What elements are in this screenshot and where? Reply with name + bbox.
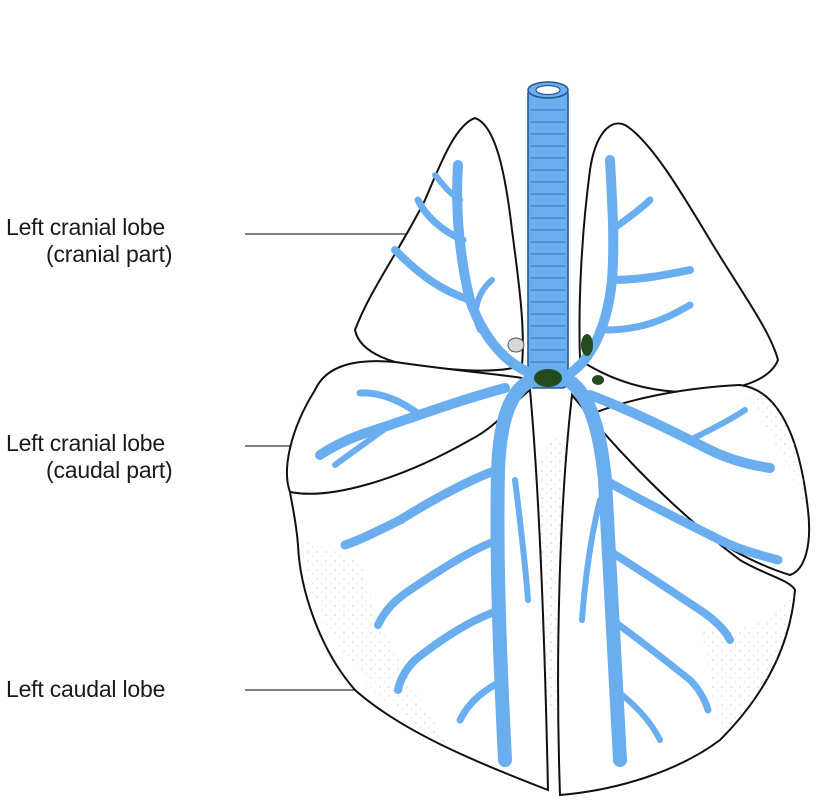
left-cranial-lobe-cranial-part	[355, 118, 523, 371]
trachea	[528, 82, 568, 388]
